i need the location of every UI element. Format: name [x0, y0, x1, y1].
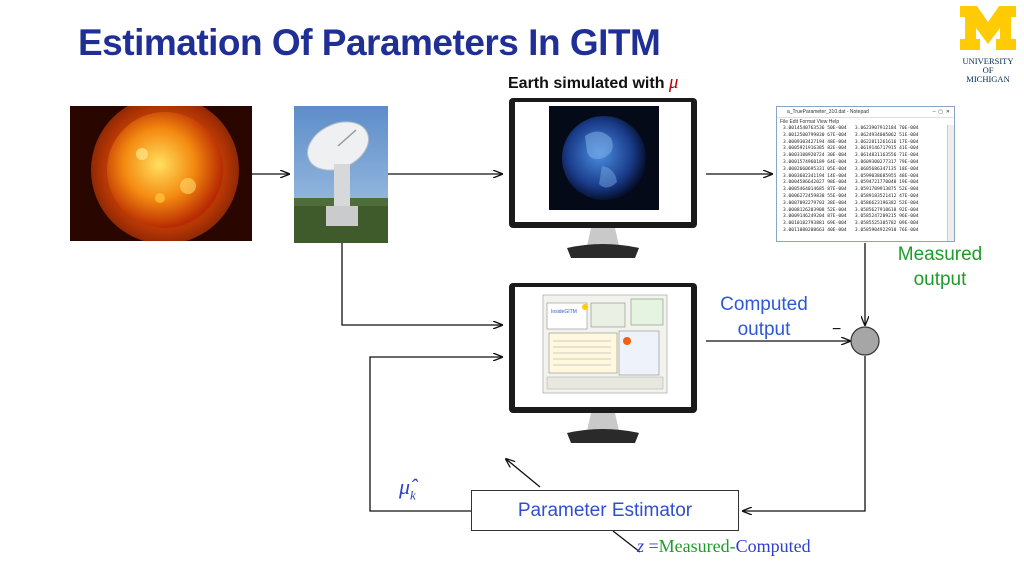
window-controls-icon: – ▢ ✕ [932, 109, 950, 115]
notepad-row: 3.0009303427194 48E-004 3.0622811261616 … [783, 139, 919, 145]
sun-image [70, 106, 252, 241]
gitm-app-label: InsideGITM [551, 309, 577, 315]
gitm-monitor: InsideGITM [509, 283, 697, 443]
notepad-row: 3.0001574960189 64E-004 3.0609300277317 … [783, 159, 919, 165]
error-definition: z =Measured-Computed [637, 536, 811, 556]
notepad-row: 3.0012500799830 67E-004 3.0624934005062 … [783, 132, 919, 138]
notepad-row: 3.0003100920724 30E-004 3.0614831163556 … [783, 153, 919, 159]
earth-monitor [509, 98, 697, 258]
arrow-estimate-to-gitm [369, 357, 502, 512]
notepad-row: 3.0004586642027 98E-004 3.0594721770048 … [783, 180, 919, 186]
block-m-icon [960, 6, 1016, 50]
parameter-estimator-label: Parameter Estimator [517, 499, 693, 521]
computed-output-label: Computed output [720, 294, 808, 340]
notepad-row: 3.0003682341194 14E-004 3.0599038685955 … [783, 173, 919, 179]
caption-text: Earth simulated with [508, 75, 669, 92]
notepad-menu: File Edit Format View Help [780, 119, 840, 125]
notepad-row: 3.0005464014685 87E-004 3.0591709913875 … [783, 187, 919, 193]
notepad-scrollbar [947, 125, 954, 241]
notepad-row: 3.0008126203908 52E-004 3.0585627910618 … [783, 207, 919, 213]
notepad-row: 3.0007092279703 38E-004 3.0586623196382 … [783, 200, 919, 206]
z-label-pointer [612, 530, 641, 553]
arrow-antenna-to-gitm-monitor [341, 243, 502, 325]
notepad-title: a_TrueParameter_310.dat - Notepad – ▢ ✕ [777, 107, 954, 118]
measured-data-notepad: a_TrueParameter_310.dat - Notepad – ▢ ✕ … [776, 106, 955, 242]
summing-junction [850, 326, 880, 356]
university-logo: UNIVERSITY OF MICHIGAN [960, 6, 1016, 84]
notepad-row: 3.0002660695331 05E-004 3.0605686347135 … [783, 166, 919, 172]
notepad-row: 3.0005921916385 82E-004 3.0619146717915 … [783, 146, 919, 152]
logo-wordmark: UNIVERSITY OF MICHIGAN [962, 56, 1014, 84]
estimated-parameter-label: μ̂k [399, 474, 416, 503]
measured-output-label: Measured output [897, 244, 983, 290]
notepad-row: 3.0006272459838 55E-004 3.0589183521412 … [783, 193, 919, 199]
radio-antenna-image [294, 106, 388, 243]
arrow-parameter-update [506, 459, 541, 488]
notepad-row: 3.0011080208663 40E-004 3.0585904922910 … [783, 227, 919, 233]
notepad-row: 3.0014540763536 50E-004 3.0623907912184 … [783, 126, 919, 131]
earth-simulation-caption: Earth simulated with μ [508, 72, 678, 94]
page-title: Estimation Of Parameters In GITM [78, 22, 661, 63]
notepad-data-rows: 3.0014540763536 50E-004 3.0623907912184 … [777, 126, 954, 235]
arrow-error-to-estimator [743, 356, 866, 511]
mu-symbol: μ [668, 72, 679, 93]
notepad-row: 3.0010182793881 69E-004 3.0585525305782 … [783, 221, 919, 227]
notepad-row: 3.0009146249204 87E-004 3.0585247209215 … [783, 214, 919, 220]
parameter-estimator-box: Parameter Estimator [471, 490, 739, 531]
minus-sign: − [832, 321, 842, 338]
